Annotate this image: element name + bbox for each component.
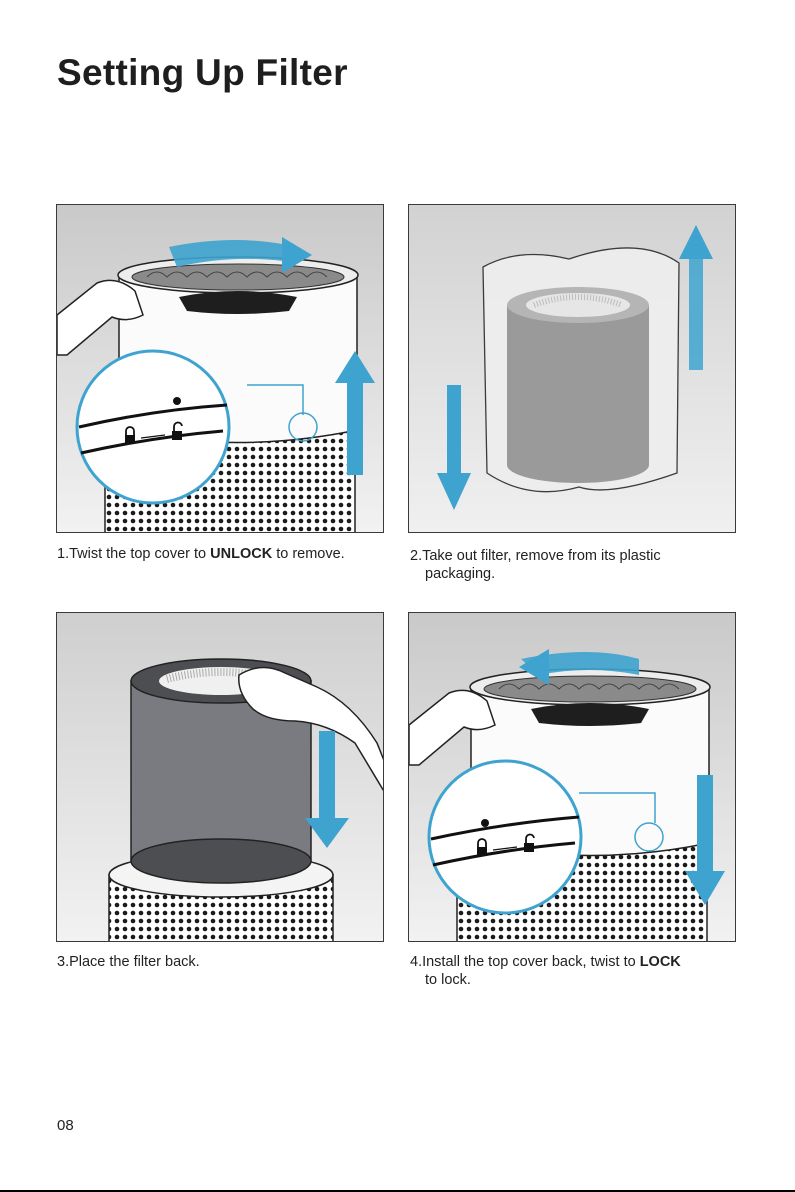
step-2-line-1: Take out filter, remove from its plastic xyxy=(422,548,661,564)
step-3-line-1: Place the filter back. xyxy=(69,954,200,970)
step-3-illustration xyxy=(56,612,384,942)
step-4-line-1: Install the top cover back, twist to xyxy=(422,954,640,970)
step-4-caption: 4.Install the top cover back, twist to L… xyxy=(410,953,750,989)
step-1-text-before: Twist the top cover to xyxy=(69,546,210,562)
step-3-number: 3. xyxy=(57,954,69,970)
step-1-illustration xyxy=(56,204,384,533)
step-1-caption: 1.Twist the top cover to UNLOCK to remov… xyxy=(57,545,397,563)
step-4-emphasis: LOCK xyxy=(640,954,681,970)
step-4-number: 4. xyxy=(410,954,422,970)
page-title: Setting Up Filter xyxy=(57,52,348,94)
step-3-caption: 3.Place the filter back. xyxy=(57,953,397,971)
page-number: 08 xyxy=(57,1117,74,1134)
unpack-filter-illustration xyxy=(409,205,736,533)
lock-twist-illustration xyxy=(409,613,736,942)
step-2-illustration xyxy=(408,204,736,533)
step-2-number: 2. xyxy=(410,548,422,564)
place-filter-illustration xyxy=(57,613,384,942)
unlock-twist-illustration xyxy=(57,205,384,533)
step-2-line-2: packaging. xyxy=(410,565,750,583)
step-1-emphasis: UNLOCK xyxy=(210,546,272,562)
step-2-caption: 2.Take out filter, remove from its plast… xyxy=(410,547,750,583)
step-4-line-2: to lock. xyxy=(410,971,750,989)
step-1-text-after: to remove. xyxy=(272,546,345,562)
step-1-number: 1. xyxy=(57,546,69,562)
step-4-illustration xyxy=(408,612,736,942)
